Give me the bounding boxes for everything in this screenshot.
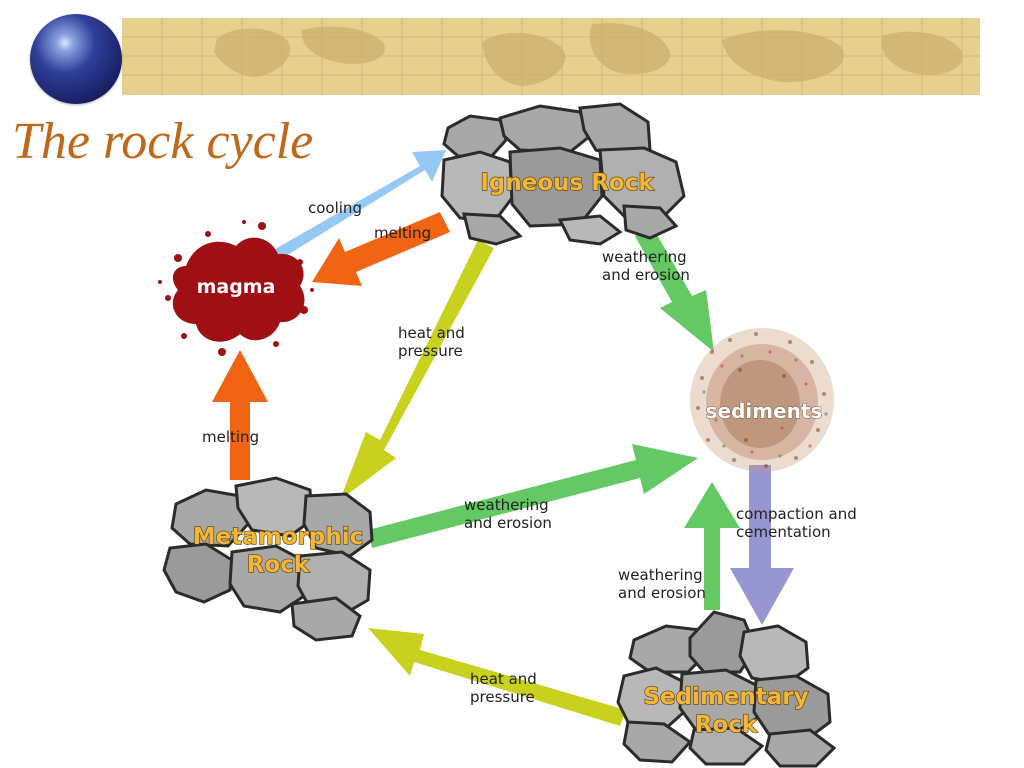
heat-pressure-center-label-1: heat and — [398, 324, 465, 342]
metamorphic-rock-icon — [162, 476, 374, 642]
weathering-arrow-middle — [368, 444, 698, 548]
compaction-label-1: compaction and — [736, 505, 857, 523]
page-title: The rock cycle — [12, 113, 314, 170]
weathering-arrow-top — [635, 226, 714, 352]
heat-pressure-center-label-2: pressure — [398, 342, 463, 360]
melting-label-left: melting — [202, 428, 259, 446]
weathering-mid-label-2: and erosion — [464, 514, 552, 532]
sedimentary-rock-icon — [616, 610, 837, 768]
weathering-mid-label-1: weathering — [464, 496, 549, 514]
globe-icon — [30, 14, 122, 104]
igneous-rock-label: Igneous Rock — [480, 170, 654, 196]
heat-pressure-arrow-bottom — [368, 628, 626, 726]
weathering-top-label-2: and erosion — [602, 266, 690, 284]
igneous-rock-icon — [440, 102, 686, 246]
sedimentary-label-line2: Rock — [695, 712, 758, 738]
sediments-label: sediments — [706, 399, 823, 423]
sedimentary-label-line1: Sedimentary — [643, 684, 808, 710]
metamorphic-label-line2: Rock — [247, 552, 310, 578]
melting-arrow-left — [212, 350, 268, 480]
magma-icon — [158, 220, 314, 356]
magma-label: magma — [197, 276, 276, 298]
weathering-arrow-bottom — [684, 482, 740, 610]
sediments-icon — [690, 328, 834, 472]
world-map-banner — [122, 18, 980, 95]
weathering-bottom-label-2: and erosion — [618, 584, 706, 602]
melting-label-top: melting — [374, 224, 431, 242]
cooling-arrow — [270, 150, 446, 262]
heat-pressure-bottom-label-2: pressure — [470, 688, 535, 706]
heat-pressure-arrow-center — [340, 240, 494, 500]
metamorphic-label-line1: Metamorphic — [193, 524, 363, 550]
compaction-arrow — [730, 465, 794, 625]
world-map-icon — [122, 18, 980, 95]
melting-arrow-top — [312, 212, 450, 286]
weathering-top-label-1: weathering — [602, 248, 687, 266]
compaction-label-2: cementation — [736, 523, 831, 541]
heat-pressure-bottom-label-1: heat and — [470, 670, 537, 688]
cooling-label: cooling — [308, 199, 362, 217]
weathering-bottom-label-1: weathering — [618, 566, 703, 584]
